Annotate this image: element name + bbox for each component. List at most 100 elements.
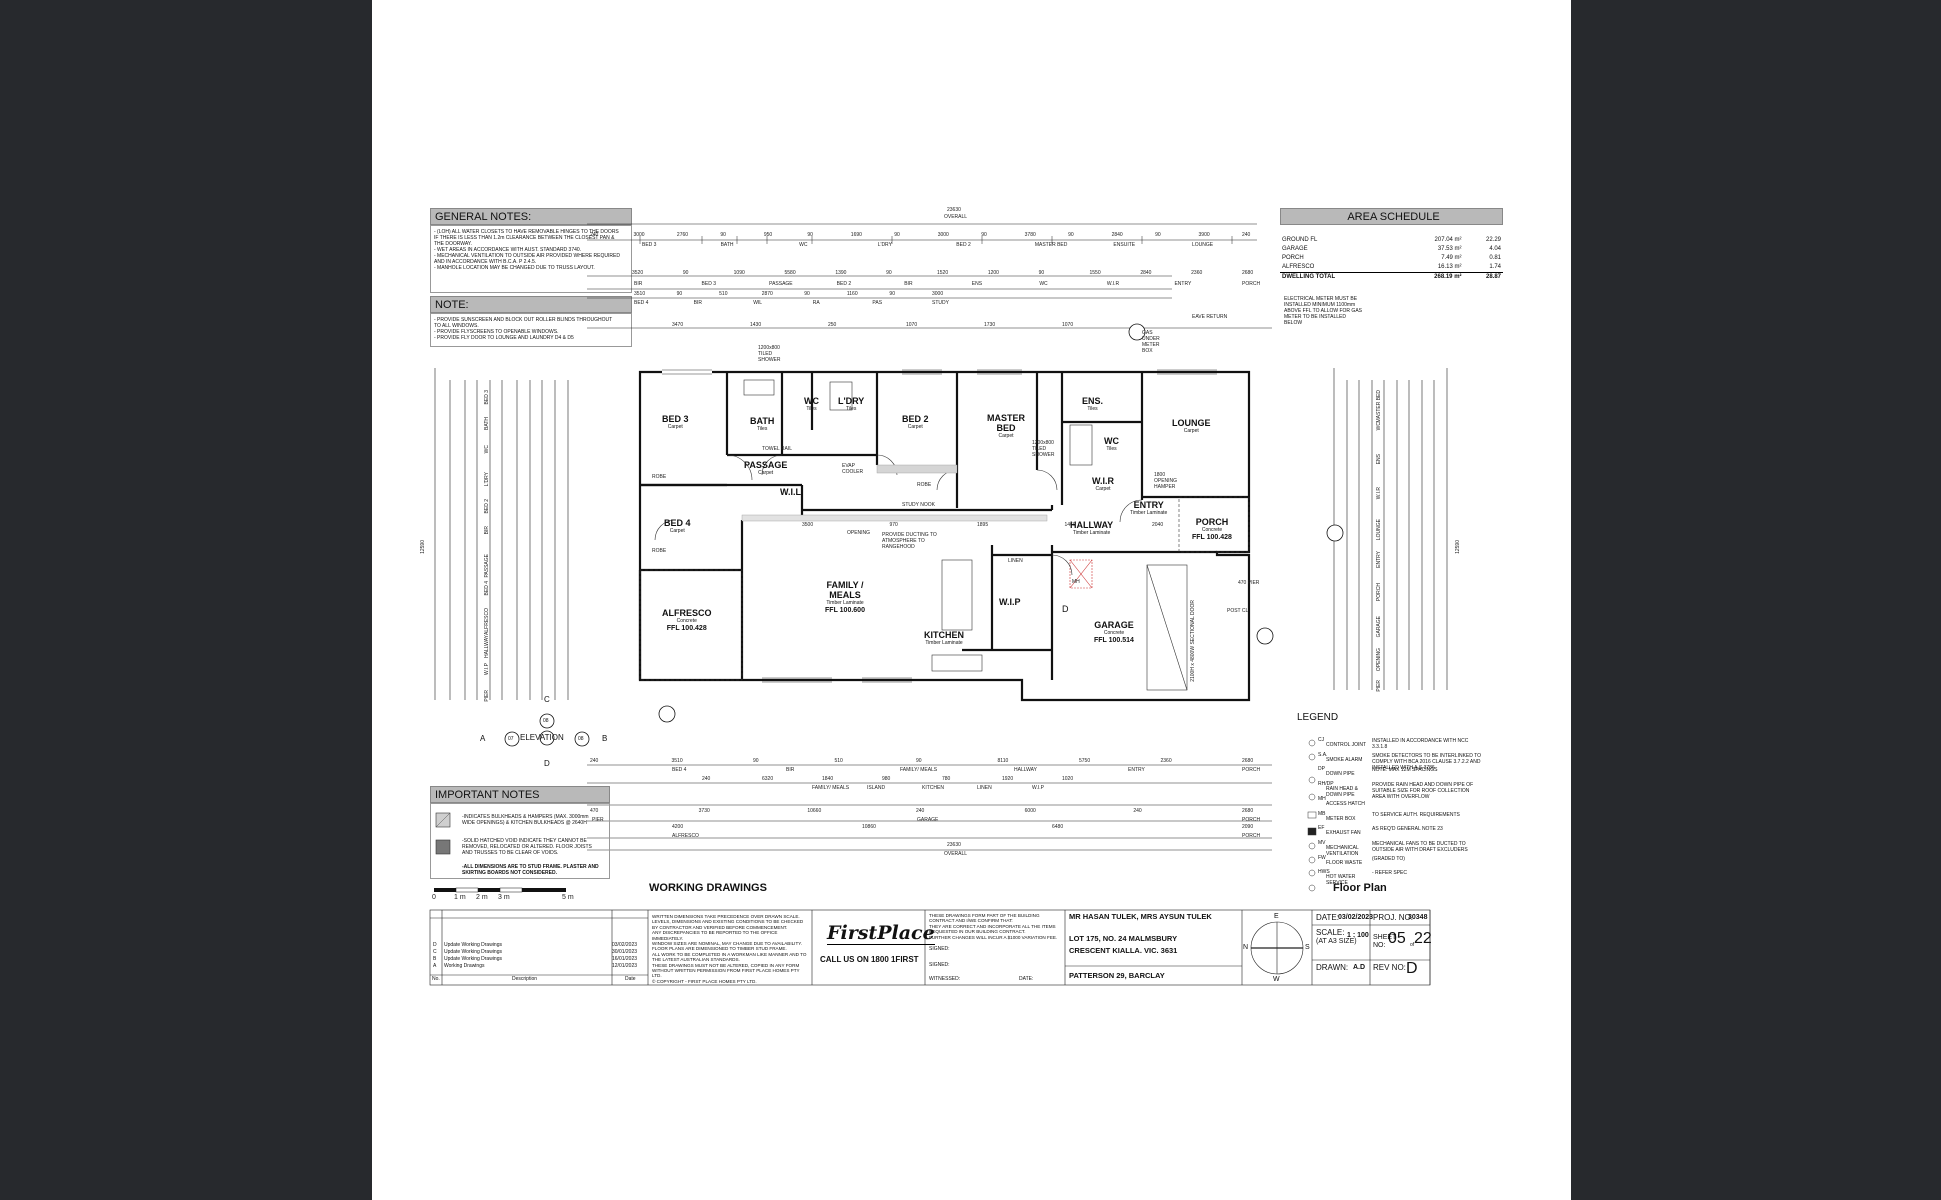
bottom-dim-value: 1020 [1062,776,1074,782]
top-dim-value: 1200 [987,270,999,276]
top-dim-label: ENSUITE [1113,242,1136,248]
bottom-dim-value: 2360 [1160,758,1172,764]
legend-symbol: HWS [1318,869,1330,876]
signed-1: SIGNED: [929,946,950,952]
dimension-notes: WRITTEN DIMENSIONS TAKE PRECEDENCE OVER … [652,914,808,984]
top-dim-label: PASSAGE [769,281,793,287]
general-note-line-1: IF THERE IS LESS THAN 1.2m CLEARANCE BET… [434,235,615,241]
top-dim-value: 2870 [761,291,773,297]
design-name: PATTERSON 29, BARCLAY [1069,971,1165,980]
bottom-dim-label: FAMILY/ MEALS [900,767,938,773]
legend-symbol: CJ [1318,737,1325,743]
legend-symbol: S.A. [1318,751,1328,758]
top-dim-label: BED 3 [701,281,716,287]
bottom-dim-value: 2680 [1242,808,1254,814]
contract-line-0: THESE DRAWINGS FORM PART OF THE BUILDING… [929,913,1040,924]
rev-desc: Working Drawings [444,963,485,969]
right-side-label: WC [1376,422,1382,431]
sign-date: DATE: [1019,976,1034,982]
right-side-label: PIER [1376,680,1382,692]
scale-label: 5 m [562,894,574,901]
general-note-line-3: - WET AREAS IN ACCORDANCE WITH AUST. STA… [434,247,582,253]
legend-name: FLOOR WASTE [1326,859,1363,866]
right-side-label: ENTRY [1376,551,1382,568]
date-value: 03/02/2023 [1338,914,1374,921]
right-side-label: GARAGE [1376,615,1382,637]
top-dim-value: 1090 [733,270,745,276]
note-line-3: - PROVIDE FLY DOOR TO LOUNGE AND LAUNDRY… [434,335,574,341]
left-side-label: PIER [484,690,490,702]
general-note-line-6: - MANHOLE LOCATION MAY BE CHANGED DUE TO… [434,265,595,271]
important-note-3: -ALL DIMENSIONS ARE TO STUD FRAME. PLAST… [462,864,599,876]
bottom-dim-label: ISLAND [867,785,886,791]
top-overall-dim: 23630 [947,207,961,213]
rev-head-date: Date [625,976,636,982]
legend-name: HOT WATER SERVICE [1326,874,1356,887]
area-sq: 4.04 [1489,246,1501,252]
legend-name: MECHANICAL VENTILATION [1326,844,1359,857]
important-notes-box [430,803,610,879]
bottom-dim-label: BED 4 [672,767,687,773]
rev-no: A [433,963,437,969]
area-schedule-header: AREA SCHEDULE [1280,208,1503,225]
client-address-1: LOT 175, NO. 24 MALMSBURY [1069,934,1178,943]
brand-logo: FirstPlace [827,922,935,945]
top-dim-value: 950 [763,232,773,238]
rev-date: 12/01/2023 [612,963,638,969]
top-dim-label: MASTER BED [1034,242,1068,248]
elev-c-label: C [544,695,550,704]
top-dim-value: 3510 [634,291,646,297]
legend-name: CONTROL JOINT [1326,742,1367,748]
legend-name: SMOKE ALARM [1326,756,1363,763]
area-total-sq: 28.87 [1485,274,1501,280]
room-wil: W.I.L [780,487,801,497]
top-dim-value: 1430 [750,322,762,328]
top-dim-value: 90 [676,291,683,297]
top-dim-value: 3470 [672,322,684,328]
dim-note-line-2: ANY DISCREPANCIES TO BE REPORTED TO THE … [652,930,778,941]
bottom-dim-label: BIR [786,767,795,773]
rev-label: REV NO: [1373,963,1406,972]
label-linen: LINEN [1008,558,1023,564]
compass-w: W [1273,976,1280,983]
bottom-dim-value: 240 [590,758,599,764]
scale-value: 1 : 100 [1347,932,1369,939]
left-side-label: W.I.P [484,662,490,675]
top-dim-value: 1690 [850,232,862,238]
top-dim-value: 2840 [1140,270,1152,276]
top-dim-value: 90 [804,291,810,297]
top-dim-value: 1070 [906,322,918,328]
elev-07-left: 07 [508,736,514,742]
right-side-label: LOUNGE [1376,518,1382,540]
bottom-dim-label: HALLWAY [1014,767,1037,773]
top-dim-value: 1160 [846,291,858,297]
legend-symbol: RH/DP [1318,781,1334,788]
bottom-dim-label: PORCH [1242,817,1261,823]
top-dim-value: 90 [807,232,813,238]
room-d-mark: D [1062,604,1069,614]
contract-notes: THESE DRAWINGS FORM PART OF THE BUILDING… [929,913,1061,940]
top-dim-value: 1550 [1089,270,1101,276]
bottom-dim-value: 5750 [1079,758,1091,764]
note-line-0: - PROVIDE SUNSCREEN AND BLOCK OUT ROLLER… [434,317,613,323]
signed-2: SIGNED: [929,962,950,968]
label-post-cl: POST CL [1227,608,1249,614]
elevation-label: ELEVATION [520,733,564,742]
compass-s: S [1305,944,1310,951]
legend-symbol: DP [1318,766,1325,773]
legend-desc: TO SERVICE AUTH. REQUIREMENTS [1372,811,1460,818]
top-dim-value: 2840 [1111,232,1123,238]
top-dim-value: 90 [1155,232,1161,238]
area-name: PORCH [1282,255,1304,261]
top-dim-value: 90 [894,232,900,238]
area-m2: 37.53 m² [1437,246,1462,252]
top-dim-label: BIR [904,281,913,287]
